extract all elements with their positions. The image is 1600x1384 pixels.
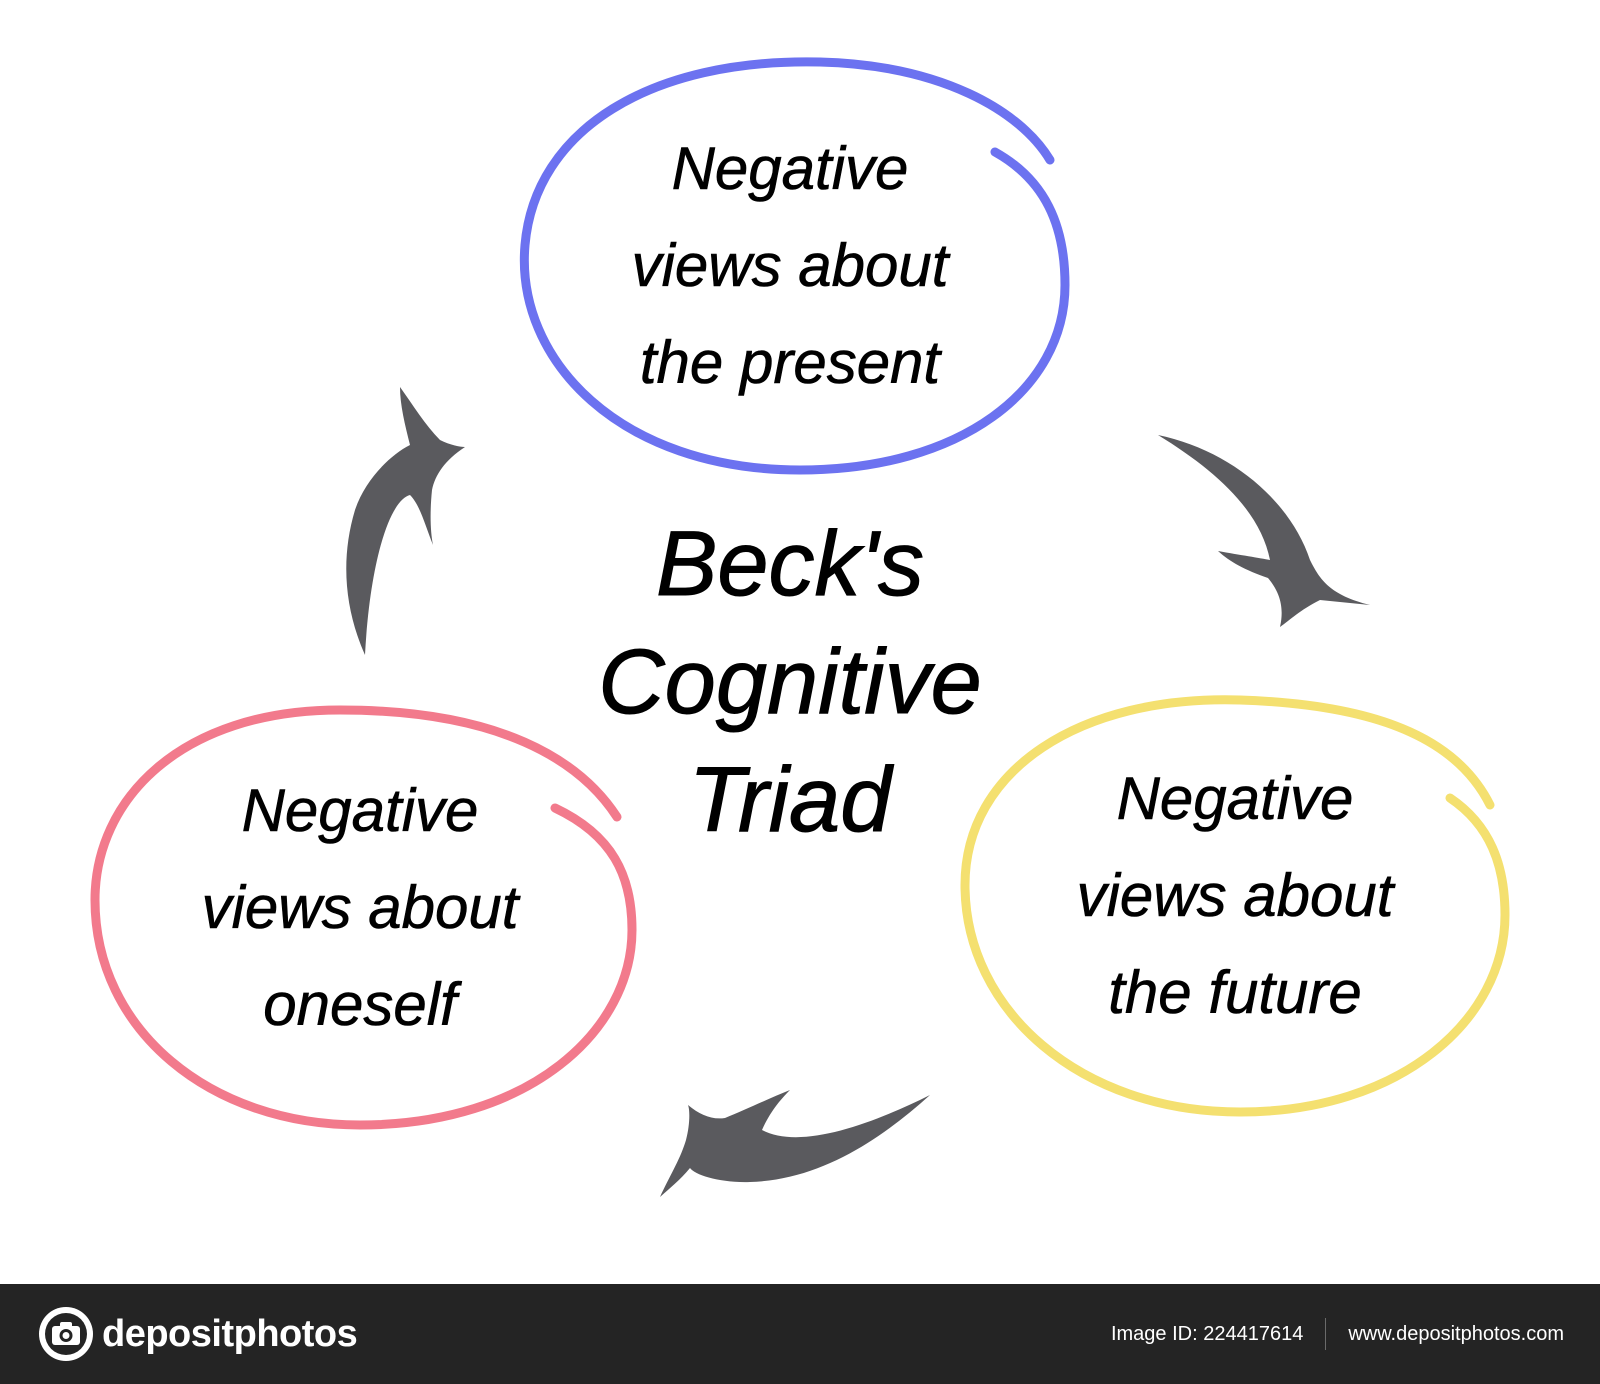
node-oneself-line: views about [201, 874, 519, 942]
node-future-line: Negative [1116, 765, 1354, 833]
site-link[interactable]: www.depositphotos.com [1348, 1322, 1564, 1345]
node-future-line: views about [1076, 862, 1394, 930]
node-present-line: views about [631, 232, 949, 300]
diagram-title: Beck's Cognitive Triad [540, 505, 1040, 859]
ellipse-oneself [90, 705, 637, 1130]
ellipse-present [519, 57, 1070, 475]
arrow-future-to-oneself [660, 1090, 930, 1197]
node-future-line: the future [1108, 959, 1362, 1027]
footer-bar: depositphotos Image ID: 224417614 www.de… [0, 1284, 1600, 1384]
node-future-label: Negative views about the future [1015, 750, 1455, 1041]
ellipse-future [960, 695, 1510, 1117]
logo-text: depositphotos [102, 1312, 358, 1355]
node-oneself-line: Negative [241, 777, 479, 845]
footer-divider [1325, 1318, 1327, 1350]
depositphotos-logo[interactable]: depositphotos [38, 1306, 358, 1362]
camera-logo-icon [39, 1307, 93, 1361]
node-oneself-line: oneself [263, 971, 457, 1039]
arrow-oneself-to-present [346, 387, 465, 655]
node-present-line: Negative [671, 135, 909, 203]
arrow-present-to-future [1158, 435, 1370, 627]
title-line: Triad [688, 749, 892, 852]
image-id: Image ID: 224417614 [1110, 1322, 1304, 1345]
diagram-stage: Negative views about the present Negativ… [90, 57, 1510, 1197]
title-line: Beck's [655, 513, 925, 616]
node-present-label: Negative views about the present [570, 120, 1010, 411]
diagram-graphics [90, 57, 1510, 1197]
footer-meta: Image ID: 224417614 www.depositphotos.co… [1111, 1318, 1564, 1350]
node-present-line: the present [639, 329, 941, 397]
node-oneself-label: Negative views about oneself [140, 762, 580, 1053]
title-line: Cognitive [598, 631, 983, 734]
